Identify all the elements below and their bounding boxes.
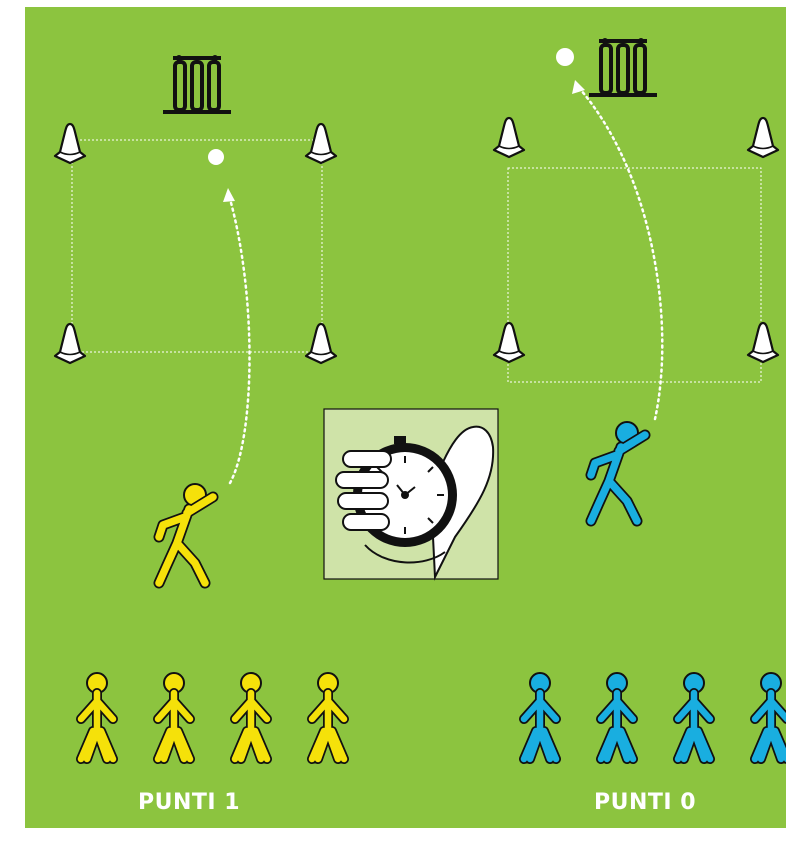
left-team-score: PUNTI 1	[138, 790, 240, 815]
field-diagram	[25, 7, 786, 828]
playing-field: PUNTI 1 PUNTI 0	[25, 7, 786, 828]
ball-icon	[556, 48, 574, 66]
ball-icon	[208, 149, 224, 165]
stopwatch-hand-icon	[324, 409, 498, 579]
right-team-score: PUNTI 0	[594, 790, 696, 815]
